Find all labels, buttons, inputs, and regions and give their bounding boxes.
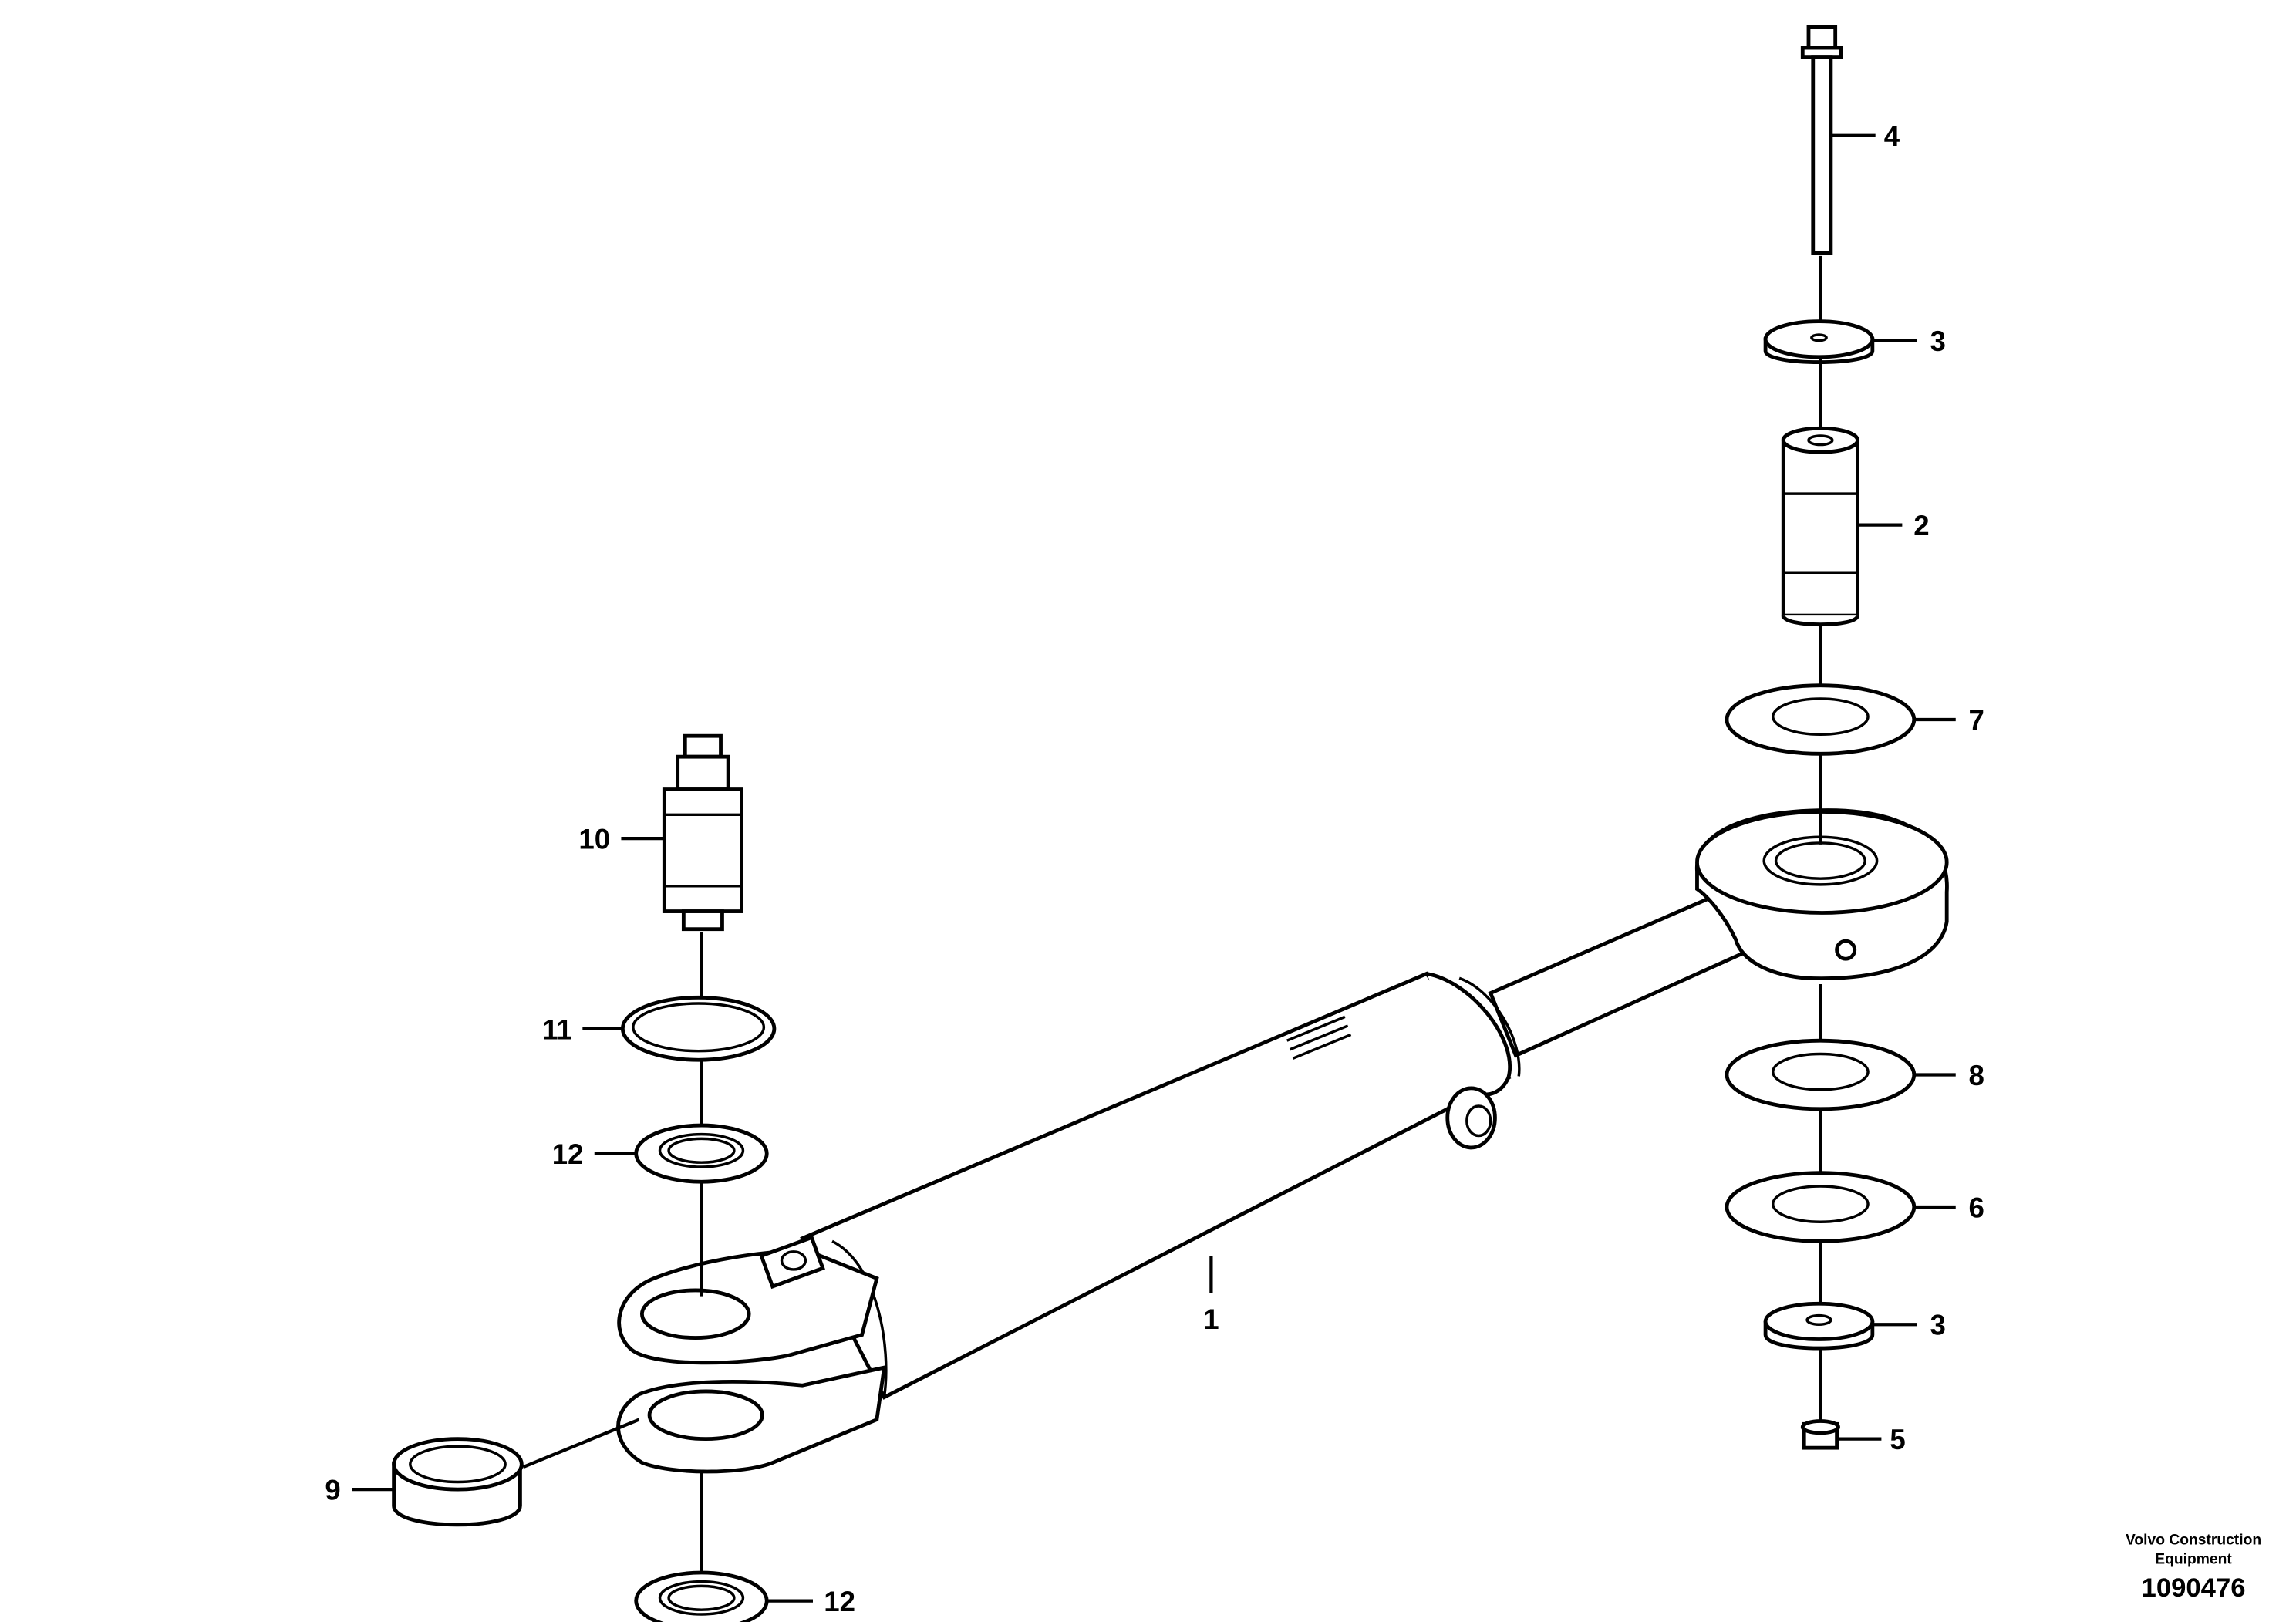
o-ring-part — [620, 995, 777, 1062]
hydraulic-cylinder — [616, 808, 1949, 1474]
credit-line-2: Equipment — [2155, 1551, 2232, 1567]
nut-part — [1800, 1419, 1840, 1450]
shim-7-part — [1725, 683, 1917, 756]
callout-11: 11 — [542, 1013, 572, 1045]
shim-8-part — [1725, 1038, 1917, 1111]
callout-12-bottom: 12 — [824, 1586, 855, 1617]
callout-9: 9 — [325, 1475, 340, 1506]
callout-5: 5 — [1890, 1424, 1905, 1455]
callout-1: 1 — [1203, 1303, 1219, 1335]
credit-line-1: Volvo Construction — [2126, 1532, 2261, 1548]
callout-2: 2 — [1913, 510, 1929, 541]
washer-bottom-part — [1763, 1301, 1875, 1351]
callout-3-top: 3 — [1930, 325, 1945, 357]
assembly-lines — [522, 255, 1822, 1573]
callout-4: 4 — [1884, 120, 1900, 152]
seal-bottom-part — [634, 1570, 769, 1622]
shim-6-part — [1725, 1171, 1917, 1243]
sleeve-part — [1781, 426, 1859, 627]
bolt-part — [1800, 25, 1843, 255]
credit-block: Volvo Construction Equipment 1090476 — [2126, 1532, 2261, 1602]
valve-part — [662, 733, 743, 932]
document-number: 1090476 — [2142, 1573, 2246, 1603]
callout-10: 10 — [578, 824, 610, 855]
callout-7: 7 — [1969, 704, 1984, 736]
callout-3-bottom: 3 — [1930, 1310, 1945, 1341]
callout-8: 8 — [1969, 1060, 1984, 1091]
bearing-part — [392, 1437, 524, 1527]
seal-top-part — [634, 1123, 769, 1184]
callout-leaders — [352, 133, 1956, 1603]
callout-12-top: 12 — [552, 1138, 584, 1170]
callout-6: 6 — [1969, 1192, 1984, 1223]
callout-labels: 1 2 3 4 7 8 6 3 5 10 11 12 12 9 — [325, 120, 1984, 1617]
washer-top-part — [1763, 319, 1875, 364]
